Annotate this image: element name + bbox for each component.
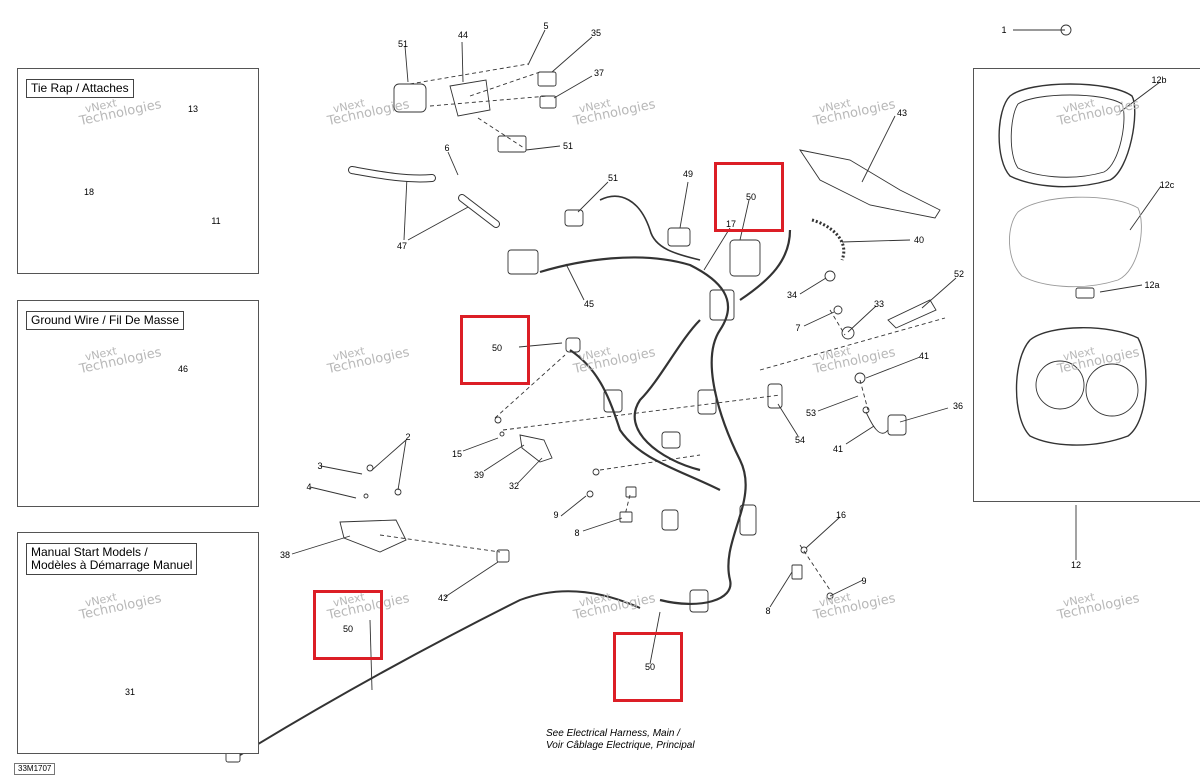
panel-title-ground-wire: Ground Wire / Fil De Masse	[26, 311, 185, 330]
callout-5: 5	[543, 21, 549, 31]
callout-31: 31	[124, 687, 136, 697]
callout-32: 32	[508, 481, 520, 491]
callout-49: 49	[682, 169, 694, 179]
callout-4: 4	[306, 482, 312, 492]
callout-3: 3	[317, 461, 323, 471]
callout-51-b: 51	[562, 141, 574, 151]
callout-7: 7	[795, 323, 801, 333]
callout-34: 34	[786, 290, 798, 300]
callout-51-c: 51	[607, 173, 619, 183]
callout-12c: 12c	[1159, 180, 1175, 190]
callout-45: 45	[583, 299, 595, 309]
highlight-box	[313, 590, 383, 660]
panel-title-tie-rap: Tie Rap / Attaches	[26, 79, 134, 98]
callout-36: 36	[952, 401, 964, 411]
highlight-label: 50	[342, 624, 354, 634]
callout-41: 41	[918, 351, 930, 361]
callout-12b: 12b	[1151, 75, 1167, 85]
callout-39: 39	[473, 470, 485, 480]
highlight-box	[714, 162, 784, 232]
callout-35: 35	[590, 28, 602, 38]
highlight-box	[613, 632, 683, 702]
callout-41-b: 41	[832, 444, 844, 454]
callout-43: 43	[896, 108, 908, 118]
callout-46: 46	[177, 364, 189, 374]
callout-52: 52	[953, 269, 965, 279]
callout-2: 2	[405, 432, 411, 442]
tie-rap-panel: Tie Rap / Attaches	[17, 68, 259, 274]
callout-17: 17	[725, 219, 737, 229]
callout-51: 51	[397, 39, 409, 49]
callout-16: 16	[835, 510, 847, 520]
gauge-cluster-panel	[973, 68, 1200, 502]
callout-54: 54	[794, 435, 806, 445]
callout-33: 33	[873, 299, 885, 309]
callout-8: 8	[574, 528, 580, 538]
callout-42: 42	[437, 593, 449, 603]
panel-title-manual-start: Manual Start Models / Modèles à Démarrag…	[26, 543, 198, 575]
callout-9: 9	[553, 510, 559, 520]
callout-12: 12	[1070, 560, 1082, 570]
callout-8-b: 8	[765, 606, 771, 616]
highlight-box	[460, 315, 530, 385]
callout-47: 47	[396, 241, 408, 251]
manual-start-panel: Manual Start Models / Modèles à Démarrag…	[17, 532, 259, 754]
callout-44: 44	[457, 30, 469, 40]
callout-11: 11	[211, 216, 221, 226]
harness-reference-note: See Electrical Harness, Main / Voir Câbl…	[546, 728, 695, 751]
ground-wire-panel: Ground Wire / Fil De Masse	[17, 300, 259, 507]
highlight-label: 50	[491, 343, 503, 353]
callout-38: 38	[279, 550, 291, 560]
callout-1: 1	[1001, 25, 1007, 35]
callout-18: 18	[83, 187, 95, 197]
highlight-label: 50	[745, 192, 757, 202]
callout-40: 40	[913, 235, 925, 245]
document-id: 33M1707	[14, 763, 56, 775]
callout-6: 6	[444, 143, 450, 153]
callout-12a: 12a	[1144, 280, 1160, 290]
callout-37: 37	[593, 68, 605, 78]
callout-9-b: 9	[861, 576, 867, 586]
callout-53: 53	[805, 408, 817, 418]
highlight-label: 50	[644, 662, 656, 672]
callout-15: 15	[451, 449, 463, 459]
callout-13: 13	[187, 104, 199, 114]
